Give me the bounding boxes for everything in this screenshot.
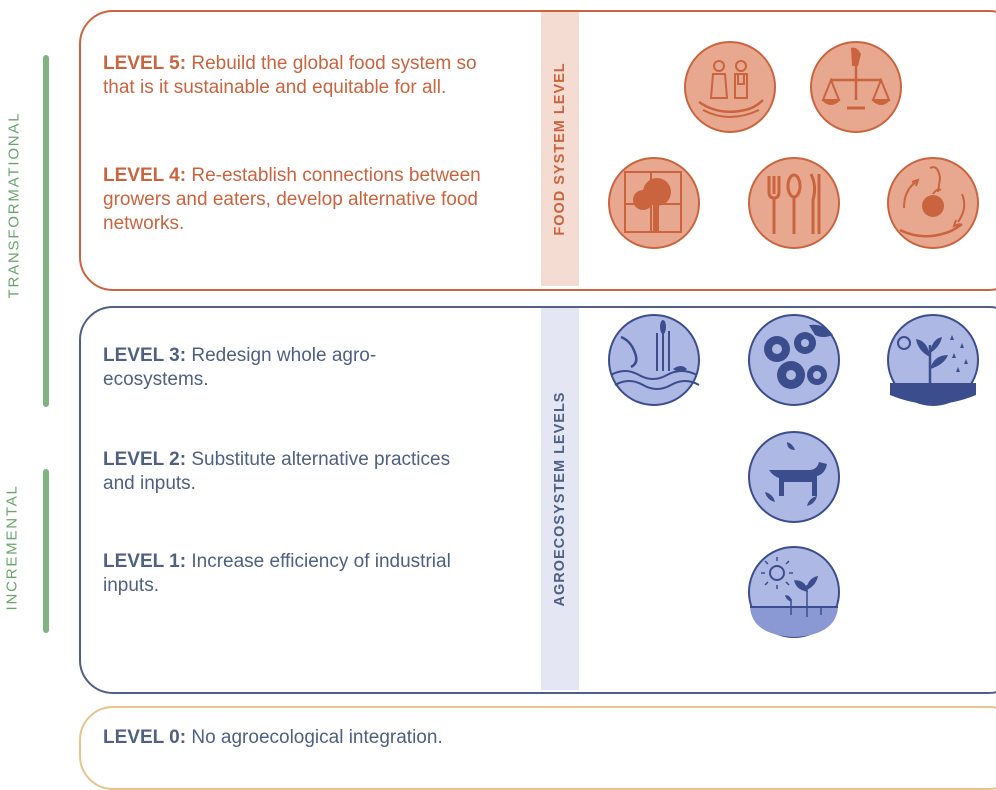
level-4: LEVEL 4: Re-establish connections betwee…: [103, 164, 523, 236]
ecosystem-animals-icon: [607, 313, 701, 407]
justice-scale-icon: [809, 40, 903, 134]
level-2: LEVEL 2: Substitute alternative practice…: [103, 448, 473, 496]
level-2-text: Substitute alternative practices and inp…: [103, 449, 451, 494]
level-5-label: LEVEL 5:: [103, 53, 187, 74]
transformational-label: TRANSFORMATIONAL: [5, 111, 23, 299]
level-4-label: LEVEL 4:: [103, 165, 187, 186]
level-1-label: LEVEL 1:: [103, 551, 187, 572]
incremental-bar: [43, 469, 49, 633]
level-3-label: LEVEL 3:: [103, 345, 187, 366]
level-0: LEVEL 0: No agroecological integration.: [103, 726, 703, 750]
farmers-in-hand-icon: [683, 40, 777, 134]
level-0-label: LEVEL 0:: [103, 727, 187, 748]
food-system-band: FOOD SYSTEM LEVEL: [541, 12, 579, 286]
agroecosystem-panel: [79, 306, 996, 694]
level-3-text: Redesign whole agro-ecosystems.: [103, 345, 377, 390]
level-0-text: No agroecological integration.: [191, 727, 443, 748]
transformational-bar: [43, 55, 49, 407]
level-5: LEVEL 5: Rebuild the global food system …: [103, 52, 508, 100]
apple-cycle-icon: [886, 156, 980, 250]
incremental-label: INCREMENTAL: [3, 484, 21, 611]
food-system-band-label: FOOD SYSTEM LEVEL: [552, 62, 568, 236]
level-1-text: Increase efficiency of industrial inputs…: [103, 551, 451, 596]
gears-icon: [747, 313, 841, 407]
tree-map-icon: [607, 156, 701, 250]
sun-seedlings-icon: [747, 545, 841, 639]
plant-sun-rain-icon: [886, 313, 980, 407]
agroecosystem-band-label: AGROECOSYSTEM LEVELS: [552, 391, 568, 607]
level-5-text: Rebuild the global food system so that i…: [103, 53, 477, 98]
level-2-label: LEVEL 2:: [103, 449, 187, 470]
level-4-text: Re-establish connections between growers…: [103, 165, 481, 234]
level-1: LEVEL 1: Increase efficiency of industri…: [103, 550, 473, 598]
utensils-icon: [747, 156, 841, 250]
level-3: LEVEL 3: Redesign whole agro-ecosystems.: [103, 344, 473, 392]
agroecosystem-band: AGROECOSYSTEM LEVELS: [541, 308, 579, 690]
cow-cycle-icon: [747, 430, 841, 524]
